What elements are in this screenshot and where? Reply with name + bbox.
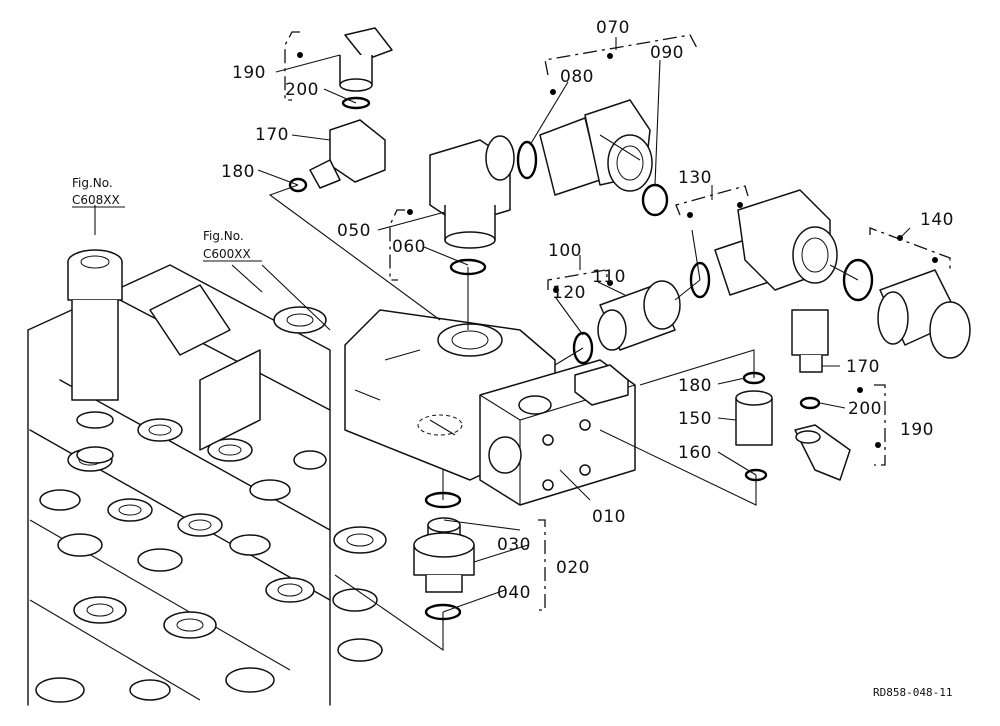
- group-brackets: [284, 31, 951, 611]
- part-170-tee-right: [791, 309, 829, 373]
- c608-fitting: [67, 249, 123, 464]
- drawing-code: RD858-048-11: [873, 686, 952, 699]
- label-200-right: 200: [848, 399, 882, 419]
- label-010: 010: [592, 507, 626, 527]
- part-100-fitting: [572, 280, 681, 365]
- part-050-elbow: [429, 135, 515, 276]
- part-labels: 190 200 170 180 050 060 070 080 090 100 …: [221, 18, 954, 603]
- fig-ref-c600xx: Fig.No. C600XX: [203, 229, 262, 262]
- part-070-elbow: [516, 99, 669, 217]
- label-190-top: 190: [232, 63, 266, 83]
- label-110: 110: [592, 267, 626, 287]
- part-140-fitting: [877, 269, 971, 359]
- label-180-top: 180: [221, 162, 255, 182]
- fig-ref-c608xx-line2: C608XX: [72, 193, 120, 207]
- label-180-right: 180: [678, 376, 712, 396]
- fig-ref-c608xx: Fig.No. C608XX: [72, 176, 125, 208]
- label-030: 030: [497, 535, 531, 555]
- label-130: 130: [678, 168, 712, 188]
- label-190-right: 190: [900, 420, 934, 440]
- part-150-fitting: [735, 371, 773, 482]
- part-190-elbow-right: [794, 396, 851, 481]
- label-150: 150: [678, 409, 712, 429]
- connection-lines: [268, 134, 859, 652]
- label-170-top: 170: [255, 125, 289, 145]
- label-070: 070: [596, 18, 630, 38]
- fig-ref-c600xx-line2: C600XX: [203, 247, 251, 261]
- part-010-valve-block: [344, 309, 636, 506]
- label-080: 080: [560, 67, 594, 87]
- control-valve-body: [27, 264, 387, 706]
- fig-ref-c608xx-line1: Fig.No.: [72, 176, 113, 190]
- label-160: 160: [678, 443, 712, 463]
- part-020-adapter: [413, 491, 475, 621]
- fig-ref-c600xx-line1: Fig.No.: [203, 229, 244, 243]
- label-100: 100: [548, 241, 582, 261]
- bullet-dots: [297, 52, 938, 448]
- label-120: 120: [552, 283, 586, 303]
- part-130-elbow: [689, 189, 874, 302]
- label-170-right: 170: [846, 357, 880, 377]
- part-leaders: [257, 37, 911, 613]
- label-140: 140: [920, 210, 954, 230]
- label-200-top: 200: [285, 80, 319, 100]
- label-060: 060: [392, 237, 426, 257]
- label-020: 020: [556, 558, 590, 578]
- label-090: 090: [650, 43, 684, 63]
- part-190-elbow-top: [339, 27, 393, 110]
- label-050: 050: [337, 221, 371, 241]
- part-170-tee-top: [288, 119, 386, 193]
- label-040: 040: [497, 583, 531, 603]
